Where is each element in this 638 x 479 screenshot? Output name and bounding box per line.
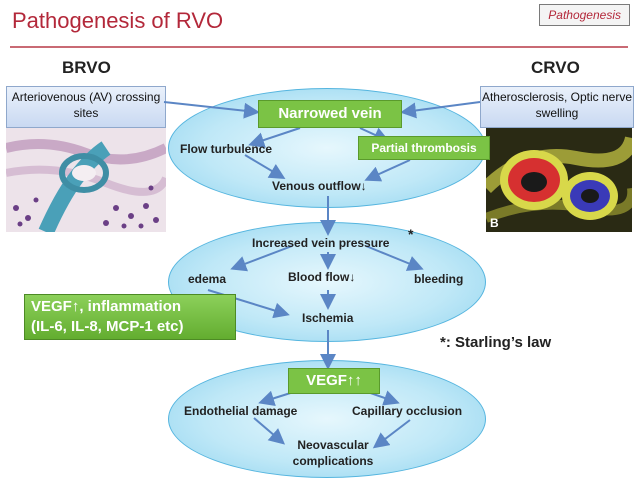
vegf-inflammation-box: VEGF↑, inflammation (IL-6, IL-8, MCP-1 e… — [24, 294, 236, 340]
page-title: Pathogenesis of RVO — [12, 8, 224, 33]
neovascular-label: Neovascular — [297, 438, 369, 452]
edema-label: edema — [188, 272, 227, 286]
vessel-cross-section-icon: B — [486, 128, 632, 232]
narrowed-vein-box: Narrowed vein — [258, 100, 402, 128]
partial-thrombosis-box: Partial thrombosis — [358, 136, 490, 160]
panel-letter: B — [490, 216, 499, 230]
bleeding-label: bleeding — [414, 272, 464, 286]
starling-note: *: Starling’s law — [440, 334, 552, 351]
av-crossing-label: Arteriovenous (AV) crossing sites — [11, 90, 161, 120]
flow-turbulence-label: Flow turbulence — [180, 142, 273, 156]
atherosclerosis-label: Atherosclerosis, Optic nerve swelling — [481, 90, 633, 120]
histology-image-icon — [6, 128, 166, 232]
av-crossing-box: Arteriovenous (AV) crossing sites — [6, 86, 166, 128]
atherosclerosis-box: Atherosclerosis, Optic nerve swelling — [480, 86, 634, 128]
capillary-occlusion-label: Capillary occlusion — [352, 404, 463, 418]
endothelial-damage-label: Endothelial damage — [184, 404, 298, 418]
title-divider — [10, 46, 628, 48]
section-tag: Pathogenesis — [539, 4, 630, 26]
blood-flow-label: Blood flow↓ — [288, 270, 356, 284]
vegf-inflammation-line1: VEGF↑, inflammation — [31, 298, 182, 315]
vegf-box: VEGF↑↑ — [288, 368, 380, 394]
starling-asterisk: * — [408, 226, 414, 242]
crvo-heading: CRVO — [531, 58, 580, 77]
ischemia-label: Ischemia — [302, 311, 354, 325]
vein-pressure-label: Increased vein pressure — [252, 236, 390, 250]
vegf-inflammation-line2: (IL-6, IL-8, MCP-1 etc) — [31, 318, 184, 335]
complications-label: complications — [292, 454, 374, 468]
brvo-heading: BRVO — [62, 58, 111, 77]
venous-outflow-label: Venous outflow↓ — [272, 179, 367, 193]
